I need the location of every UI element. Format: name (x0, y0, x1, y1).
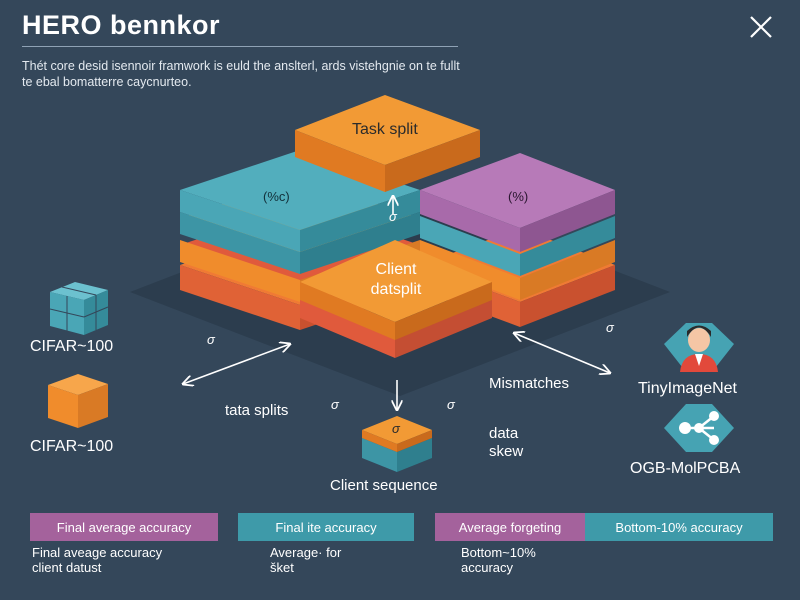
tinyimagenet-label: TinyImageNet (638, 380, 737, 397)
caption-2-line-1: Average· for (270, 545, 342, 560)
caption-1-line-2: client datust (32, 560, 102, 575)
caption-1: Final aveage accuracy client datust (32, 545, 162, 575)
caption-1-line-1: Final aveage accuracy (32, 545, 163, 560)
right-stack-label: (%) (508, 189, 529, 204)
data-skew-label: data skew (489, 425, 523, 461)
caption-2: Average· for šket (270, 545, 341, 575)
client-datsplit-line-1: Client (375, 261, 417, 278)
description-line-2: te ebal bomatterre caycnurteo. (22, 75, 192, 89)
cifar-label-2: CIFAR~100 (30, 438, 114, 455)
person-icon (664, 323, 734, 372)
close-icon[interactable] (748, 14, 774, 40)
sigma-mid-left: σ (331, 397, 339, 412)
legend-final-average-accuracy: Final average accuracy (30, 513, 218, 541)
description: Thét core desid isennoir framwork is eul… (22, 58, 602, 90)
page-title: HERO bennkor (22, 10, 221, 40)
caption-3-line-2: accuracy (461, 560, 514, 575)
arrow-right (514, 333, 610, 373)
client-sequence-cube (362, 416, 432, 472)
client-sequence-label: Client sequence (330, 477, 438, 494)
sigma-cube: σ (392, 421, 400, 436)
sigma-right: σ (606, 320, 614, 335)
mismatches-label: Mismatches (489, 375, 570, 392)
task-split-block (295, 95, 480, 192)
sigma-center: σ (389, 209, 397, 224)
task-split-label: Task split (352, 121, 418, 138)
sigma-mid-right: σ (447, 397, 455, 412)
client-datsplit-label: Client datsplit (358, 260, 434, 300)
sigma-left: σ (207, 332, 215, 347)
cifar-grid-cube-icon (49, 282, 109, 335)
description-line-1: Thét core desid isennoir framwork is eul… (22, 59, 460, 73)
ogb-molpcba-label: OGB-MolPCBA (630, 460, 741, 477)
client-datsplit-line-2: datsplit (370, 281, 422, 298)
legend-final-ite-accuracy: Final ite accuracy (238, 513, 414, 541)
caption-3: Bottom~10% accuracy (461, 545, 536, 575)
cifar-orange-cube-icon (48, 374, 108, 428)
tata-splits-label: tata splits (225, 402, 289, 419)
graph-network-icon (664, 404, 734, 452)
left-stack-label: (%c) (263, 189, 290, 204)
data-skew-line-2: skew (489, 443, 524, 460)
legend-average-forgeting: Average forgeting (435, 513, 585, 541)
title-divider (22, 46, 458, 47)
client-datsplit-block (300, 240, 492, 358)
legend-bottom-accuracy: Bottom-10% accuracy (585, 513, 773, 541)
caption-3-line-1: Bottom~10% (461, 545, 536, 560)
cifar-label-1: CIFAR~100 (30, 338, 114, 355)
arrow-left (183, 344, 290, 384)
data-skew-line-1: data (489, 425, 519, 442)
caption-2-line-2: šket (270, 560, 294, 575)
